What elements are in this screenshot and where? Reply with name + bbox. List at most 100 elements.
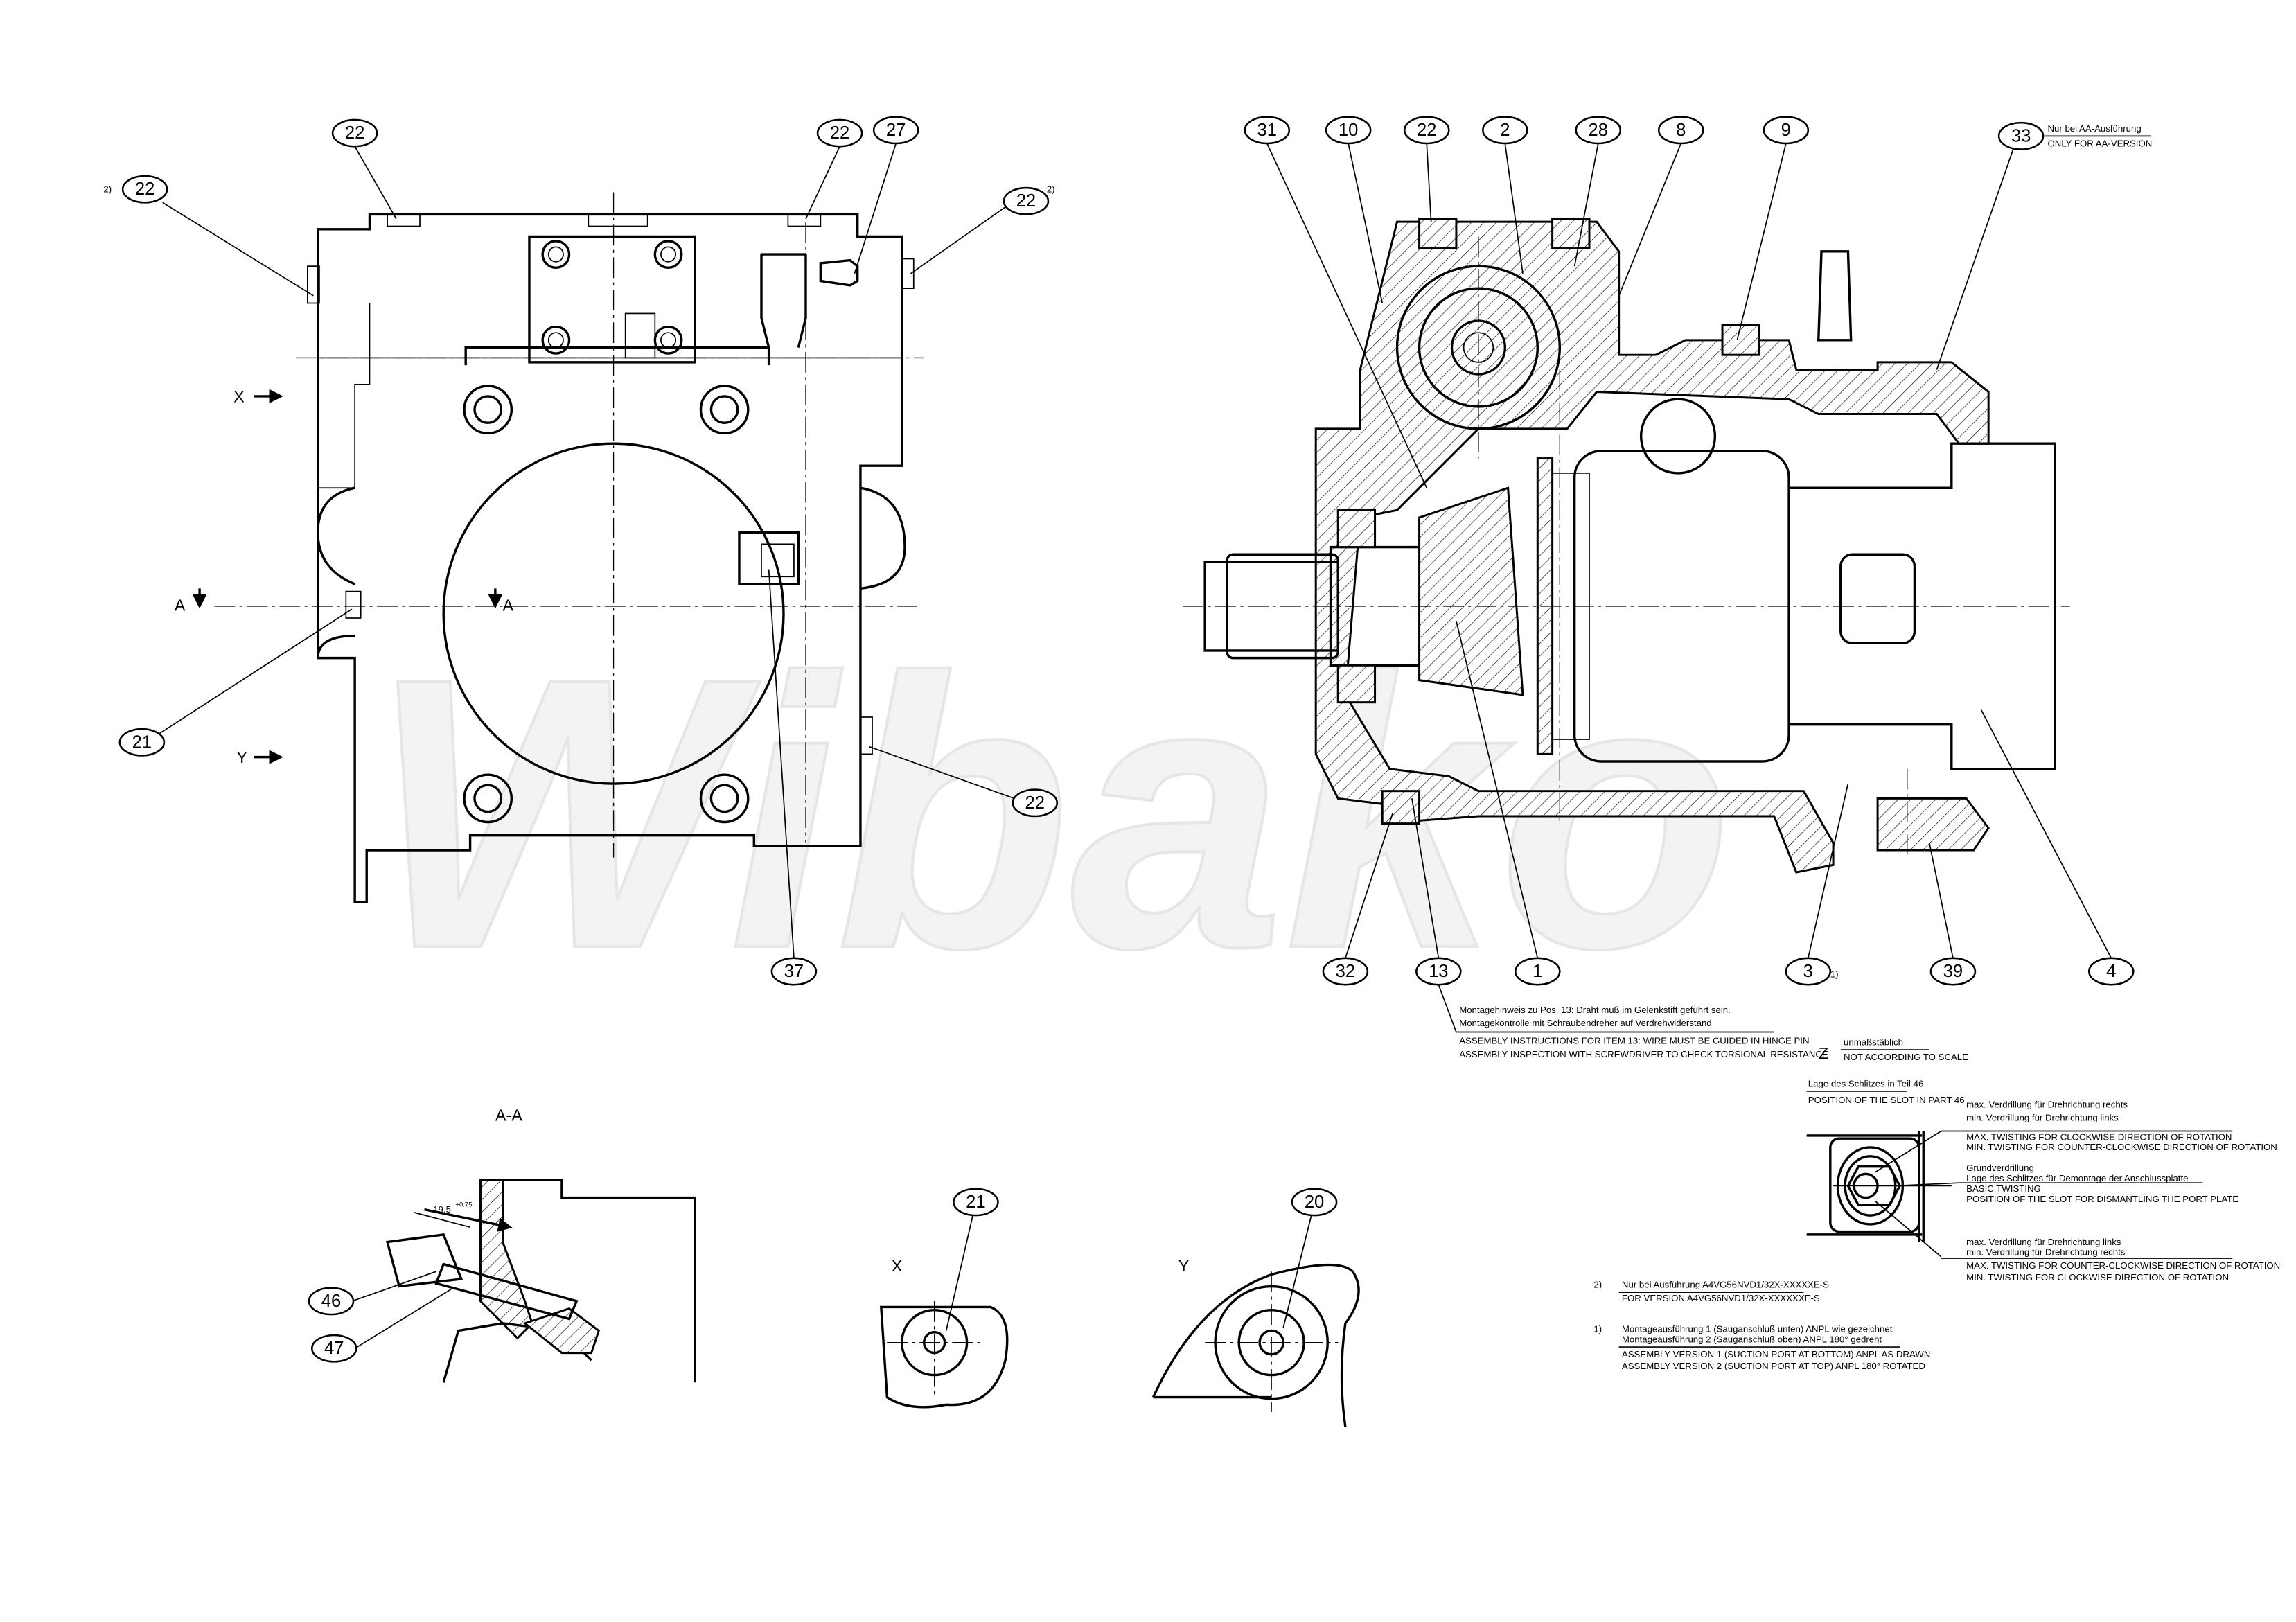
balloon-32: 32 (1322, 957, 1369, 986)
svg-text:20: 20 (1305, 1192, 1324, 1212)
dimension-tolerance: +0.75 (455, 1201, 472, 1208)
balloon-46: 46 (308, 1287, 355, 1316)
note-33: Nur bei AA-Ausführung ONLY FOR AA-VERSIO… (2045, 123, 2152, 148)
right-view-balloons: 31 10 22 2 28 8 9 33 32 13 1 3 39 4 1) (1244, 116, 2135, 986)
balloon-28: 28 (1575, 116, 1622, 145)
svg-text:POSITION OF THE SLOT IN PART 4: POSITION OF THE SLOT IN PART 46 (1808, 1095, 1965, 1105)
svg-text:MIN. TWISTING FOR COUNTER-CLOC: MIN. TWISTING FOR COUNTER-CLOCKWISE DIRE… (1966, 1142, 2277, 1152)
balloon-20: 20 (1291, 1188, 1338, 1217)
view-y-arrow-label: Y (236, 748, 247, 766)
svg-text:BASIC TWISTING: BASIC TWISTING (1966, 1183, 2041, 1194)
view-x-arrow-label: X (233, 387, 245, 405)
svg-text:ASSEMBLY VERSION 2 (SUCTION PO: ASSEMBLY VERSION 2 (SUCTION PORT AT TOP)… (1622, 1361, 1925, 1371)
view-x-label: X (892, 1257, 903, 1275)
footnote-mark: 2) (1047, 184, 1055, 194)
svg-text:2): 2) (1593, 1280, 1602, 1290)
svg-text:28: 28 (1589, 121, 1608, 140)
section-a-right-label: A (503, 596, 514, 614)
svg-text:unmaßstäblich: unmaßstäblich (1844, 1037, 1903, 1048)
footnote-1: 1) Montageausführung 1 (Sauganschluß unt… (1593, 1324, 1930, 1371)
balloon-47: 47 (310, 1334, 357, 1363)
svg-text:Nur bei Ausführung A4VG56NVD1/: Nur bei Ausführung A4VG56NVD1/32X-XXXXXE… (1622, 1280, 1829, 1290)
svg-text:Montagekontrolle mit Schrauben: Montagekontrolle mit Schraubendreher auf… (1459, 1018, 1711, 1028)
balloon-33: 33 (1997, 121, 2045, 150)
svg-text:Montagehinweis zu Pos. 13: Dra: Montagehinweis zu Pos. 13: Draht muß im … (1459, 1005, 1731, 1015)
balloon-22: 22 (121, 175, 168, 204)
balloon-21: 21 (953, 1188, 999, 1217)
svg-text:22: 22 (345, 123, 364, 143)
svg-text:MAX. TWISTING FOR CLOCKWISE DI: MAX. TWISTING FOR CLOCKWISE DIRECTION OF… (1966, 1131, 2232, 1142)
section-title: A-A (495, 1107, 522, 1125)
section-a-left-label: A (175, 596, 186, 614)
left-view-bolts (463, 240, 750, 824)
balloon-2: 2 (1482, 116, 1528, 145)
svg-text:FOR VERSION A4VG56NVD1/32X-XXX: FOR VERSION A4VG56NVD1/32X-XXXXXXE-S (1622, 1293, 1820, 1303)
svg-text:22: 22 (1417, 121, 1436, 140)
balloon-4: 4 (2087, 957, 2135, 986)
svg-text:Montageausführung 2 (Saugansch: Montageausführung 2 (Sauganschluß oben) … (1622, 1334, 1882, 1345)
balloon-10: 10 (1325, 116, 1372, 145)
balloon-8: 8 (1657, 116, 1704, 145)
balloon-22: 22 (816, 118, 863, 148)
svg-text:ONLY FOR AA-VERSION: ONLY FOR AA-VERSION (2047, 138, 2152, 148)
right-view-centerlines (1183, 236, 2070, 858)
svg-text:2: 2 (1500, 121, 1510, 140)
footnote-mark: 2) (103, 184, 112, 194)
svg-text:32: 32 (1336, 962, 1355, 981)
note-item-13: Montagehinweis zu Pos. 13: Draht muß im … (1459, 1005, 1828, 1059)
svg-text:4: 4 (2106, 962, 2116, 981)
balloon-13: 13 (1415, 957, 1462, 986)
svg-text:Z: Z (1819, 1044, 1828, 1062)
balloon-3: 3 (1785, 957, 1832, 986)
svg-text:Nur bei AA-Ausführung: Nur bei AA-Ausführung (2047, 123, 2141, 134)
svg-text:max. Verdrillung für Drehricht: max. Verdrillung für Drehrichtung links (1966, 1237, 2121, 1247)
svg-text:13: 13 (1429, 962, 1448, 981)
balloon-22: 22 (331, 118, 378, 148)
left-view-balloons: 22 22 27 22 22 21 22 37 (118, 116, 1059, 986)
svg-text:NOT ACCORDING TO SCALE: NOT ACCORDING TO SCALE (1844, 1052, 1968, 1062)
svg-text:47: 47 (324, 1339, 344, 1358)
svg-text:10: 10 (1339, 121, 1358, 140)
note-twisting: max. Verdrillung für Drehrichtung rechts… (1941, 1099, 2280, 1282)
svg-text:22: 22 (830, 123, 849, 143)
svg-text:Grundverdrillung: Grundverdrillung (1966, 1163, 2034, 1173)
svg-text:46: 46 (321, 1292, 341, 1311)
balloon-21: 21 (118, 728, 166, 757)
view-y: Y 20 (1151, 1188, 1360, 1427)
balloon-22: 22 (1003, 186, 1050, 215)
left-view-centerlines (214, 192, 924, 858)
slot-detail (1806, 1130, 1959, 1258)
left-view-labels: X Y A A 2) 2) (103, 184, 1054, 766)
svg-text:21: 21 (966, 1192, 985, 1212)
left-view-leaders (159, 143, 1015, 958)
svg-text:max. Verdrillung für Drehricht: max. Verdrillung für Drehrichtung rechts (1966, 1099, 2128, 1109)
balloon-22: 22 (1012, 788, 1059, 818)
right-view-section (1203, 218, 2056, 874)
svg-text:Lage des Schlitzes für Demonta: Lage des Schlitzes für Demontage der Ans… (1966, 1173, 2188, 1183)
svg-text:33: 33 (2011, 126, 2031, 146)
note-slot-position: Lage des Schlitzes in Teil 46 POSITION O… (1806, 1078, 1965, 1105)
balloon-37: 37 (770, 957, 818, 986)
svg-text:ASSEMBLY INSTRUCTIONS FOR ITEM: ASSEMBLY INSTRUCTIONS FOR ITEM 13: WIRE … (1459, 1036, 1809, 1046)
svg-text:ASSEMBLY INSPECTION WITH SCREW: ASSEMBLY INSPECTION WITH SCREWDRIVER TO … (1459, 1049, 1828, 1059)
svg-text:min. Verdrillung für Drehricht: min. Verdrillung für Drehrichtung links (1966, 1113, 2119, 1123)
svg-text:1: 1 (1533, 962, 1542, 981)
svg-text:POSITION OF THE SLOT FOR DISMA: POSITION OF THE SLOT FOR DISMANTLING THE… (1966, 1194, 2238, 1204)
svg-text:9: 9 (1781, 121, 1791, 140)
svg-text:8: 8 (1676, 121, 1686, 140)
svg-text:3: 3 (1803, 962, 1813, 981)
svg-text:21: 21 (132, 732, 152, 752)
balloon-1: 1 (1515, 957, 1561, 986)
svg-text:22: 22 (1025, 793, 1045, 813)
view-x: X 21 (880, 1188, 1009, 1409)
svg-text:MAX. TWISTING FOR COUNTER-CLOC: MAX. TWISTING FOR COUNTER-CLOCKWISE DIRE… (1966, 1260, 2280, 1271)
svg-text:31: 31 (1257, 121, 1277, 140)
footnote-mark: 1) (1830, 969, 1839, 980)
svg-text:ASSEMBLY VERSION 1 (SUCTION PO: ASSEMBLY VERSION 1 (SUCTION PORT AT BOTT… (1622, 1349, 1930, 1359)
balloon-22: 22 (1403, 116, 1450, 145)
svg-text:39: 39 (1943, 962, 1963, 981)
note-scale: Z unmaßstäblich NOT ACCORDING TO SCALE (1819, 1037, 1968, 1062)
section-a-a: A-A 19.5 +0.75 46 47 (308, 1107, 696, 1383)
svg-text:37: 37 (784, 962, 804, 981)
